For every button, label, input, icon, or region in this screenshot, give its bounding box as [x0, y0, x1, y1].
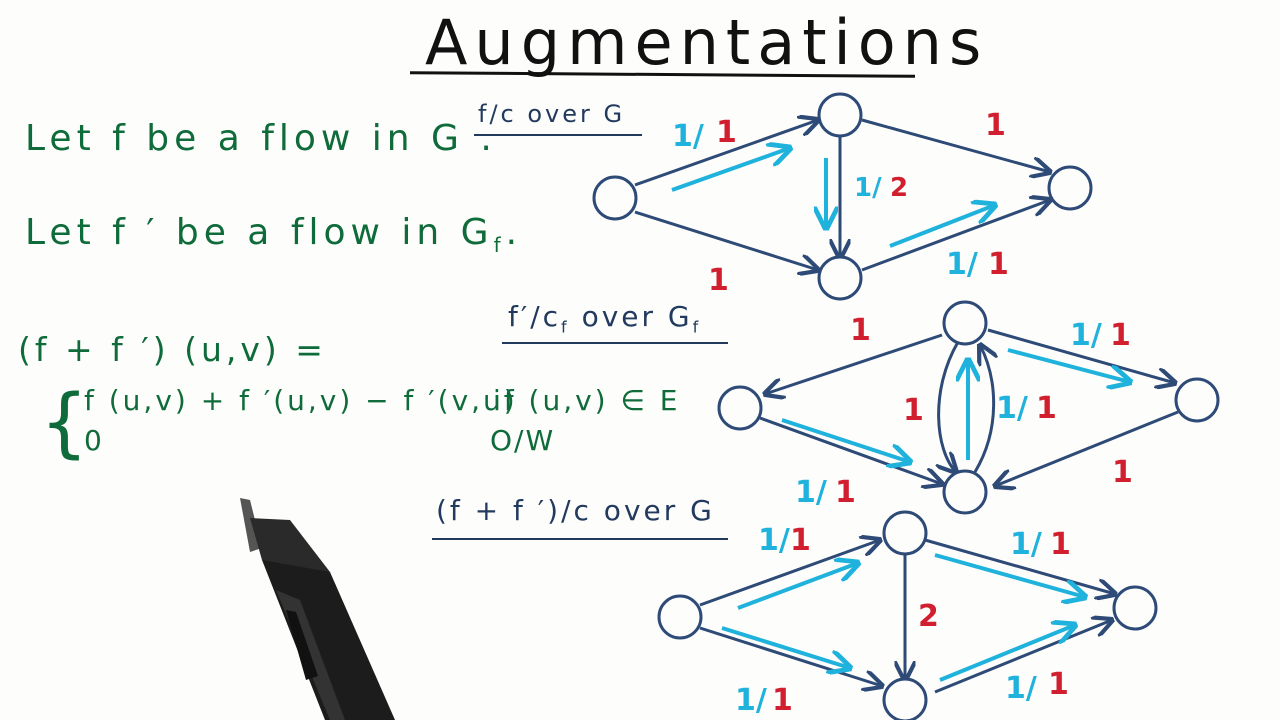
graph1-flow-b-t — [889, 205, 995, 248]
graph1-node-t — [1047, 165, 1093, 211]
graph3-node-s — [657, 594, 703, 640]
graph3-flow-s-a — [737, 563, 858, 610]
page-title: Augmentations — [425, 6, 989, 79]
case-edge-condition: if (u,v) ∈ E — [493, 384, 681, 417]
graph2-label-underline — [502, 342, 728, 344]
graph1-flow-s-a — [671, 148, 790, 192]
graph2-edge-t-b — [995, 410, 1179, 486]
graph1-bt-cap: 1 — [988, 247, 1009, 282]
graph2-at-cap: 1 — [1110, 318, 1131, 353]
graph3-sa-flow: 1/ — [758, 523, 790, 558]
graph2-ba-cap: 1 — [1036, 391, 1057, 426]
graph1-node-a — [817, 92, 863, 138]
graph2-at-flow: 1/ — [1070, 318, 1102, 353]
graph1-label: f/c over G — [478, 100, 626, 128]
graph3-edge-s-b — [699, 626, 882, 686]
graph1-sa-cap: 1 — [716, 115, 737, 150]
graph2-flow-s-b — [781, 418, 910, 462]
graph3-bt-cap: 1 — [1048, 667, 1069, 702]
graph1 — [592, 92, 1093, 301]
graph1-edge-a-t — [861, 118, 1050, 172]
graph2-as-cap: 1 — [850, 313, 871, 348]
graph2-node-b — [942, 469, 988, 515]
graph2-ba-flow: 1/ — [996, 391, 1028, 426]
graph3 — [657, 510, 1158, 720]
graph1-sa-flow: 1/ — [672, 119, 704, 154]
graph1-bt-flow: 1/ — [946, 247, 978, 282]
augmentation-definition: (f + f ′) (u,v) = — [18, 330, 327, 369]
case-otherwise-value: 0 — [84, 424, 102, 457]
graph2 — [717, 300, 1220, 515]
graph2-node-t — [1174, 377, 1220, 423]
graph2-edge-a-t — [987, 328, 1175, 383]
graph1-label-underline — [474, 134, 642, 136]
graph2-label-rest-sub: f — [692, 317, 702, 337]
graph3-flow-b-t — [939, 625, 1075, 682]
graph2-label: f′/cf over Gf — [508, 300, 701, 337]
graph2-sb-cap: 1 — [835, 475, 856, 510]
graph2-label-sub: f — [561, 317, 570, 337]
graph2-node-s — [717, 385, 763, 431]
graph3-label: (f + f ′)/c over G — [436, 494, 715, 527]
case-edge-formula: f (u,v) + f ′(u,v) − f ′(v,u) — [84, 384, 518, 417]
graph1-at-cap: 1 — [985, 108, 1006, 143]
graph3-bt-flow: 1/ — [1005, 671, 1037, 706]
graph3-sb-cap: 1 — [772, 683, 793, 718]
graph2-label-rest: over G — [581, 300, 693, 333]
graph1-edge-s-a — [634, 120, 818, 187]
graph2-edge-a-b — [939, 341, 958, 472]
graph3-flow-s-b — [721, 626, 850, 668]
graph1-node-s — [592, 175, 638, 221]
graph1-ab-flow: 1/ — [854, 173, 882, 203]
residual-flow-line: Let f ′ be a flow in Gf. — [25, 212, 522, 257]
graph2-ab-cap: 1 — [903, 393, 924, 428]
graph2-node-a — [942, 300, 988, 346]
graph3-ab-cap: 2 — [918, 599, 939, 634]
graph3-edge-b-t — [934, 620, 1112, 694]
flow-definition-line: Let f be a flow in G . — [25, 118, 497, 159]
graph3-node-t — [1112, 585, 1158, 631]
graph2-edge-a-s — [765, 333, 943, 394]
residual-period: . — [505, 212, 523, 253]
graph3-edge-s-a — [699, 540, 880, 607]
graph3-at-flow: 1/ — [1010, 527, 1042, 562]
graph1-edge-s-b — [634, 210, 818, 270]
graph3-sa-cap: 1 — [790, 523, 811, 558]
residual-flow-text: Let f ′ be a flow in G — [25, 212, 494, 253]
graph3-node-a — [882, 510, 928, 556]
graph1-sb-cap: 1 — [708, 263, 729, 298]
graph2-sb-flow: 1/ — [795, 475, 827, 510]
graph2-tb-cap: 1 — [1112, 455, 1133, 490]
cases-brace: { — [40, 377, 89, 466]
graph3-flow-a-t — [934, 553, 1085, 597]
graph2-edge-s-b — [759, 416, 942, 484]
graph2-flow-a-t — [1007, 348, 1130, 382]
graph3-node-b — [882, 677, 928, 720]
graph3-label-underline — [432, 538, 728, 540]
graph3-at-cap: 1 — [1050, 527, 1071, 562]
case-otherwise-condition: O/W — [490, 424, 556, 457]
graph1-node-b — [817, 255, 863, 301]
residual-subscript: f — [493, 233, 506, 258]
graph1-edge-b-t — [861, 200, 1050, 272]
graph2-label-main: f′/c — [508, 300, 562, 333]
graph2-edge-b-a — [973, 345, 994, 473]
graph1-ab-cap: 2 — [890, 173, 908, 203]
graph3-sb-flow: 1/ — [735, 683, 767, 718]
